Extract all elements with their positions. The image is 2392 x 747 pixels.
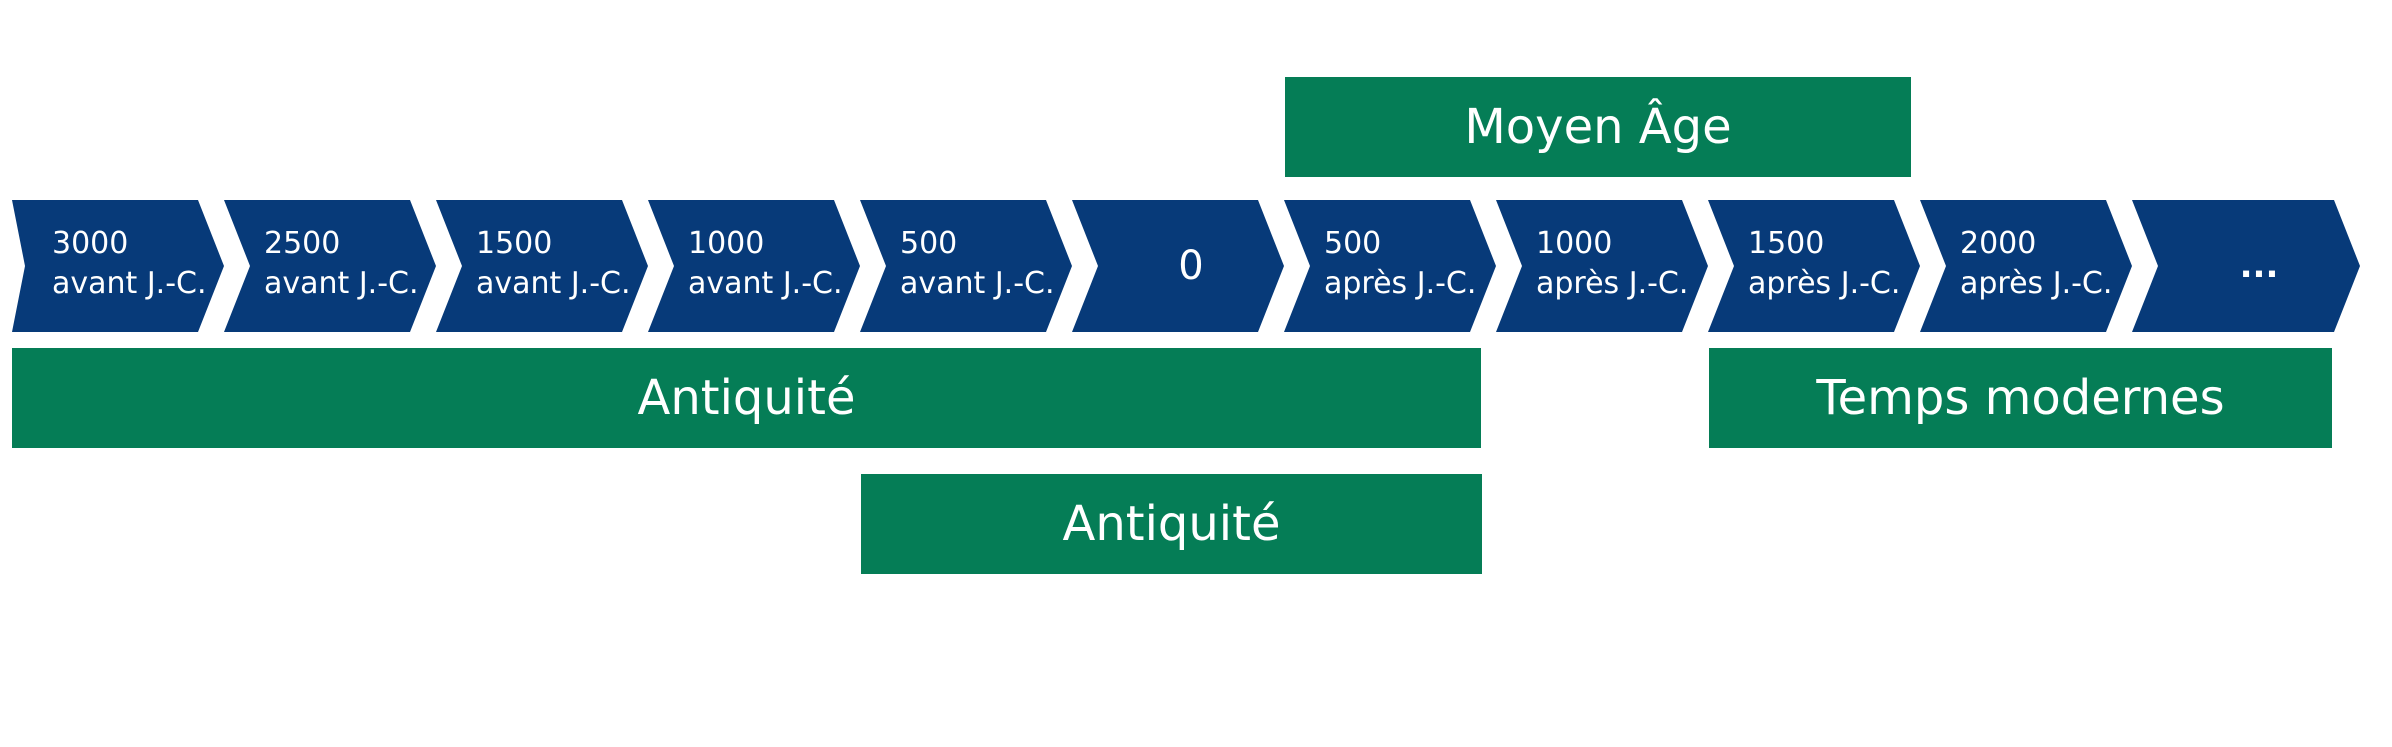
timeline-step-continuation: ... (2132, 200, 2360, 332)
timeline: 3000 avant J.-C. 2500 avant J.-C. 1500 a… (0, 200, 2392, 332)
step-label: ... (2239, 246, 2279, 286)
step-year: 1000 (1536, 226, 1613, 261)
timeline-step-3000-bc: 3000 avant J.-C. (12, 200, 224, 332)
step-label: 0 (1178, 243, 1204, 289)
step-year: 500 (900, 226, 958, 261)
step-era: après J.-C. (1960, 266, 2113, 301)
step-era: avant J.-C. (688, 266, 843, 301)
step-era: après J.-C. (1748, 266, 1901, 301)
timeline-step-1000-ad: 1000 après J.-C. (1496, 200, 1708, 332)
timeline-step-500-ad: 500 après J.-C. (1284, 200, 1496, 332)
step-year: 1500 (476, 226, 553, 261)
period-label: Moyen Âge (1464, 99, 1732, 155)
step-year: 2500 (264, 226, 341, 261)
timeline-step-zero: 0 (1072, 200, 1284, 332)
step-era: avant J.-C. (264, 266, 419, 301)
period-label: Temps modernes (1816, 370, 2225, 426)
timeline-step-2500-bc: 2500 avant J.-C. (224, 200, 436, 332)
period-antiquite: Antiquité (12, 348, 1481, 448)
step-era: avant J.-C. (900, 266, 1055, 301)
period-label: Antiquité (637, 370, 856, 426)
period-antiquite-secondary: Antiquité (861, 474, 1482, 574)
step-era: avant J.-C. (476, 266, 631, 301)
step-year: 3000 (52, 226, 129, 261)
step-year: 500 (1324, 226, 1382, 261)
step-year: 1000 (688, 226, 765, 261)
step-year: 1500 (1748, 226, 1825, 261)
step-year: 2000 (1960, 226, 2037, 261)
step-era: après J.-C. (1324, 266, 1477, 301)
timeline-step-1500-ad: 1500 après J.-C. (1708, 200, 1920, 332)
period-moyen-age: Moyen Âge (1285, 77, 1911, 177)
timeline-step-1500-bc: 1500 avant J.-C. (436, 200, 648, 332)
period-label: Antiquité (1062, 496, 1281, 552)
step-era: avant J.-C. (52, 266, 207, 301)
timeline-step-500-bc: 500 avant J.-C. (860, 200, 1072, 332)
timeline-step-1000-bc: 1000 avant J.-C. (648, 200, 860, 332)
step-era: après J.-C. (1536, 266, 1689, 301)
period-temps-modernes: Temps modernes (1709, 348, 2332, 448)
timeline-step-2000-ad: 2000 après J.-C. (1920, 200, 2132, 332)
